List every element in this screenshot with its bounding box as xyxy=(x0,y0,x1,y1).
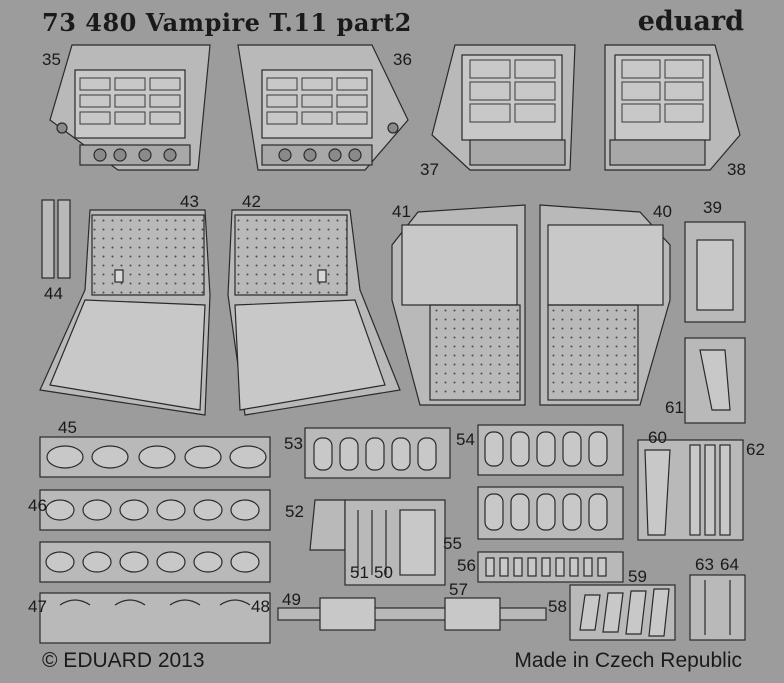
part-label-57: 57 xyxy=(449,580,468,599)
part-label-48: 48 xyxy=(251,597,270,616)
part-53-strip xyxy=(304,427,451,479)
part-36-panel xyxy=(237,44,409,171)
part-label-61: 61 xyxy=(665,398,684,417)
part-52-bracket xyxy=(309,499,346,551)
part-45-strip xyxy=(39,436,271,478)
part-61-bracket xyxy=(684,337,746,424)
part-label-53: 53 xyxy=(284,434,303,453)
part-60-62-frame xyxy=(637,439,744,541)
part-label-43: 43 xyxy=(180,192,199,211)
part-label-59: 59 xyxy=(628,567,647,586)
part-label-36: 36 xyxy=(393,50,412,69)
part-37-panel xyxy=(431,44,576,171)
origin-text: Made in Czech Republic xyxy=(514,649,742,672)
part-label-51: 51 xyxy=(350,563,369,582)
part-46-strip xyxy=(39,489,271,531)
part-43-door xyxy=(39,209,211,416)
sheet-title: 73 480 Vampire T.11 part2 xyxy=(42,8,412,37)
part-label-42: 42 xyxy=(242,192,261,211)
part-38-panel xyxy=(604,44,741,171)
part-49-57-strip xyxy=(277,597,547,631)
part-label-52: 52 xyxy=(285,502,304,521)
part-label-55: 55 xyxy=(443,534,462,553)
part-label-49: 49 xyxy=(282,590,301,609)
part-label-58: 58 xyxy=(548,597,567,616)
brand-logo: eduard xyxy=(637,6,744,37)
part-label-44: 44 xyxy=(44,284,63,303)
part-label-40: 40 xyxy=(653,202,672,221)
part-label-46: 46 xyxy=(28,496,47,515)
part-54-strip-2 xyxy=(477,486,624,540)
part-35-panel xyxy=(49,44,211,171)
part-63-64-strip xyxy=(689,574,746,641)
part-label-38: 38 xyxy=(727,160,746,179)
part-label-45: 45 xyxy=(58,418,77,437)
part-42-door xyxy=(227,209,401,416)
part-label-35: 35 xyxy=(42,50,61,69)
part-44-strips xyxy=(41,199,71,279)
part-58-59-frame xyxy=(569,584,676,641)
part-47-48-strip xyxy=(39,592,271,644)
part-40-door xyxy=(539,204,671,406)
part-label-62: 62 xyxy=(746,440,765,459)
part-56-strip xyxy=(477,551,624,583)
part-label-64: 64 xyxy=(720,555,739,574)
part-label-39: 39 xyxy=(703,198,722,217)
part-39-frame xyxy=(684,221,746,323)
part-label-54: 54 xyxy=(456,430,475,449)
part-label-63: 63 xyxy=(695,555,714,574)
part-54-strip xyxy=(477,424,624,476)
part-label-41: 41 xyxy=(392,202,411,221)
part-46-strip-2 xyxy=(39,541,271,583)
part-label-47: 47 xyxy=(28,597,47,616)
part-50-51-55-frame xyxy=(344,499,446,586)
copyright-text: © EDUARD 2013 xyxy=(42,649,205,672)
part-label-37: 37 xyxy=(420,160,439,179)
part-label-56: 56 xyxy=(457,556,476,575)
part-41-door xyxy=(391,204,526,406)
part-label-60: 60 xyxy=(648,428,667,447)
part-label-50: 50 xyxy=(374,563,393,582)
